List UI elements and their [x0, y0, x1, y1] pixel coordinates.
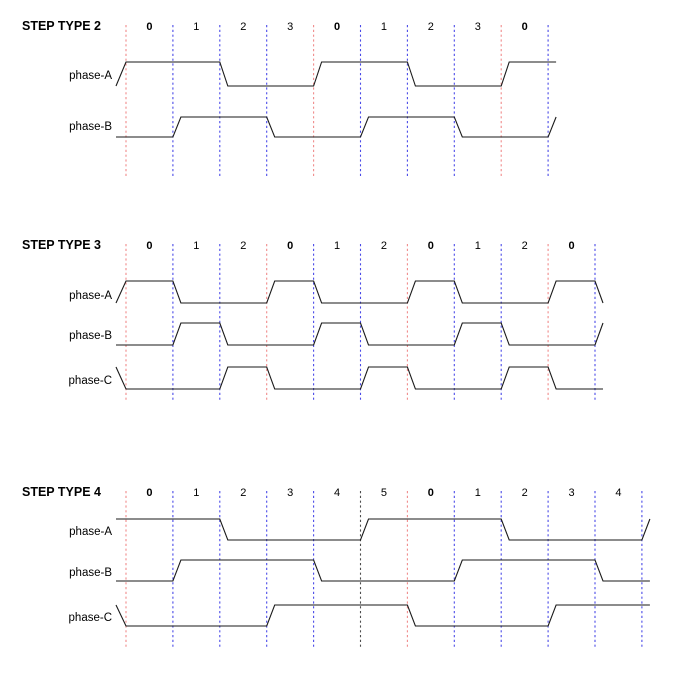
step-label-0: 0	[334, 21, 340, 33]
phase-label-phase-B: phase-B	[69, 567, 112, 579]
waveform-trace-phase-B	[116, 559, 650, 582]
step-label-0: 0	[146, 21, 152, 33]
step-label-1: 1	[193, 487, 199, 499]
phase-label-phase-B: phase-B	[69, 330, 112, 342]
phase-label-phase-A: phase-A	[69, 70, 112, 82]
phase-label-phase-C: phase-C	[69, 375, 112, 387]
step-label-0: 0	[428, 487, 434, 499]
step-label-2: 2	[522, 240, 528, 252]
step-label-0: 0	[522, 21, 528, 33]
waveform-block-step-type-2: STEP TYPE 2 0 1 2 3 0 1 2 3 0 phase-A phase-B	[22, 19, 557, 178]
step-label-2: 2	[240, 487, 246, 499]
step-label-0: 0	[287, 240, 293, 252]
waveform-block-step-type-4: STEP TYPE 4 0 1 2 3 4 5 0 1 2 3 4 phase-A phase-B phas…	[22, 485, 651, 648]
waveform-trace-phase-B	[116, 322, 604, 346]
step-label-4: 4	[615, 487, 621, 499]
step-label-1: 1	[381, 21, 387, 33]
step-label-1: 1	[193, 21, 199, 33]
step-label-2: 2	[428, 21, 434, 33]
waveform-trace-phase-B	[116, 116, 557, 138]
step-label-2: 2	[522, 487, 528, 499]
step-label-3: 3	[287, 487, 293, 499]
step-label-5: 5	[381, 487, 387, 499]
step-label-3: 3	[475, 21, 481, 33]
step-label-0: 0	[428, 240, 434, 252]
waveform-trace-phase-A	[115, 280, 604, 304]
waveform-trace-phase-C	[115, 604, 650, 627]
block-title-step-type-3: STEP TYPE 3	[22, 238, 101, 252]
waveform-trace-phase-A	[116, 518, 651, 541]
step-label-1: 1	[475, 487, 481, 499]
step-label-0: 0	[146, 487, 152, 499]
step-label-2: 2	[240, 240, 246, 252]
phase-label-phase-B: phase-B	[69, 121, 112, 133]
step-label-0: 0	[146, 240, 152, 252]
step-label-0: 0	[568, 240, 574, 252]
phase-label-phase-A: phase-A	[69, 526, 112, 538]
step-label-4: 4	[334, 487, 340, 499]
step-label-2: 2	[240, 21, 246, 33]
step-label-1: 1	[334, 240, 340, 252]
waveform-trace-phase-A	[115, 61, 557, 87]
step-label-2: 2	[381, 240, 387, 252]
waveform-block-step-type-3: STEP TYPE 3 0 1 2 0 1 2 0 1 2 0 phase-A phase-B phase…	[22, 238, 604, 400]
step-label-3: 3	[568, 487, 574, 499]
step-label-1: 1	[475, 240, 481, 252]
step-label-3: 3	[287, 21, 293, 33]
step-label-1: 1	[193, 240, 199, 252]
phase-label-phase-C: phase-C	[69, 612, 112, 624]
block-title-step-type-2: STEP TYPE 2	[22, 19, 101, 33]
phase-label-phase-A: phase-A	[69, 290, 112, 302]
waveform-trace-phase-C	[115, 366, 603, 390]
block-title-step-type-4: STEP TYPE 4	[22, 485, 101, 499]
